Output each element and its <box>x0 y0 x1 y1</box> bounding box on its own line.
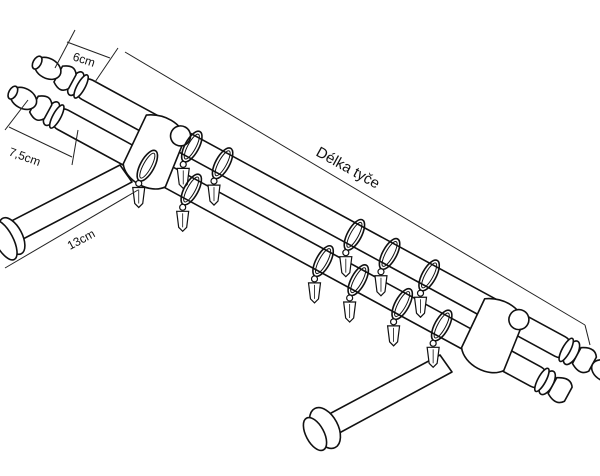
right-bracket <box>460 297 530 374</box>
back-rod-ring <box>413 259 441 319</box>
back-rod-ring <box>374 237 401 297</box>
back-rod-ring <box>339 218 366 278</box>
front-rod-ring <box>132 149 159 209</box>
label-rod-length: Délka tyče <box>313 144 382 193</box>
front-rod-ring <box>386 287 414 347</box>
back-rod <box>31 55 600 383</box>
front-rod <box>7 85 573 404</box>
left-wall-arm <box>0 164 133 261</box>
front-rod-ring <box>175 173 203 233</box>
dimension-finial: 6cm <box>54 29 119 83</box>
front-rod-ring <box>342 264 370 323</box>
label-7-5cm: 7,5cm <box>7 145 43 169</box>
front-rod-ring <box>426 309 453 369</box>
right-wall-arm <box>302 354 453 452</box>
front-rod-ring <box>307 244 335 304</box>
label-6cm: 6cm <box>71 50 97 70</box>
back-rod-ring <box>207 147 234 206</box>
